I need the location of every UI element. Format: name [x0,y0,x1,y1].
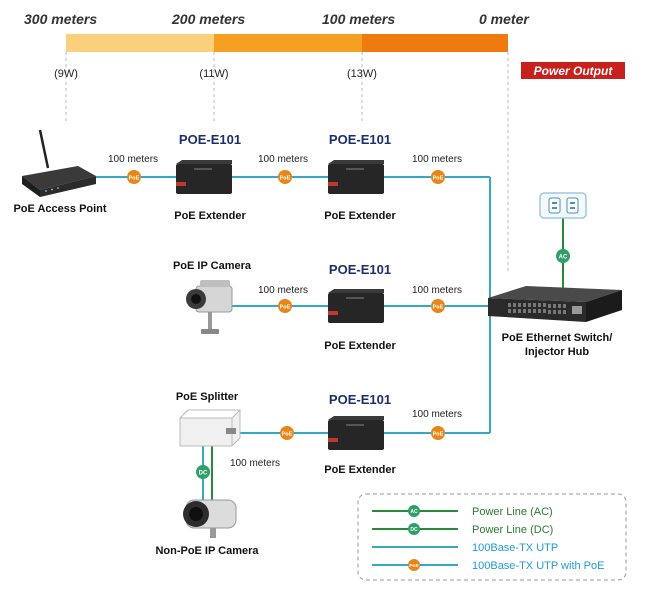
non-poe-camera-icon [183,499,237,538]
extender-icon [328,289,384,323]
cable-distance-label: 100 meters [258,285,308,296]
distance-label-100: 100 meters [322,11,395,27]
switch-label-line1: PoE Ethernet Switch/ [502,332,613,344]
access-point-icon [22,129,96,197]
extender-model-labels: POE-E101 POE-E101 POE-E101 POE-E101 [179,132,391,407]
extender-model-label: POE-E101 [179,132,241,147]
poe-badge: PoE [278,170,292,184]
poe-badge: PoE [431,299,445,313]
extender-icon [328,160,384,194]
svg-text:AC: AC [559,255,568,261]
extender-model-label: POE-E101 [329,262,391,277]
switch-label-line2: Injector Hub [525,346,589,358]
ip-camera-label: PoE IP Camera [173,260,252,272]
distance-label-300: 300 meters [24,11,97,27]
extender-caption: PoE Extender [324,340,396,352]
wall-outlet-icon [539,192,587,219]
cable-distance-labels: 100 meters 100 meters 100 meters 100 met… [108,154,462,469]
legend-label: Power Line (AC) [472,506,553,518]
poe-badge: PoE [431,170,445,184]
distance-bar-segment-3 [362,34,508,52]
poe-switch-icon [488,286,622,322]
network-cables [96,176,491,502]
legend-label: 100Base-TX UTP [472,542,558,554]
legend-item-dc: DC Power Line (DC) [372,523,553,536]
non-poe-camera-label: Non-PoE IP Camera [155,545,259,557]
access-point-label: PoE Access Point [13,203,106,215]
extender-captions: PoE Extender PoE Extender PoE Extender P… [174,210,396,476]
extender-model-label: POE-E101 [329,392,391,407]
legend-label: Power Line (DC) [472,524,553,536]
ac-badge: AC [556,249,570,263]
power-output-label: Power Output [534,64,614,78]
ip-camera-icon [186,280,233,334]
extender-icon [176,160,232,194]
svg-text:PoE: PoE [433,432,444,438]
extender-icon [328,416,384,450]
svg-text:PoE: PoE [433,305,444,311]
extender-caption: PoE Extender [174,210,246,222]
cable-distance-label: 100 meters [258,154,308,165]
poe-badge: PoE [127,170,141,184]
legend-badge: DC [410,527,418,533]
power-level-13w: (13W) [347,68,377,80]
distance-bar-segment-2 [214,34,362,52]
dc-badge: DC [196,465,210,479]
legend-item-ac: AC Power Line (AC) [372,505,553,518]
legend-badge: PoE [409,563,419,569]
legend-item-utp-poe: PoE 100Base-TX UTP with PoE [372,559,604,572]
poe-badge: PoE [431,426,445,440]
cable-distance-label: 100 meters [412,285,462,296]
poe-badge: PoE [280,426,294,440]
extender-model-label: POE-E101 [329,132,391,147]
legend-badge: AC [410,509,418,515]
svg-text:PoE: PoE [280,305,291,311]
power-level-9w: (9W) [54,68,78,80]
cable-distance-label: 100 meters [412,409,462,420]
svg-text:PoE: PoE [129,176,140,182]
extender-caption: PoE Extender [324,210,396,222]
svg-text:PoE: PoE [282,432,293,438]
cable-distance-label: 100 meters [108,154,158,165]
svg-text:DC: DC [199,471,208,477]
legend-item-utp: 100Base-TX UTP [372,542,558,554]
svg-text:PoE: PoE [280,176,291,182]
poe-badges: PoE PoE PoE PoE PoE PoE PoE [127,170,445,440]
distance-label-200: 200 meters [171,11,245,27]
poe-badge: PoE [278,299,292,313]
cable-distance-label: 100 meters [230,458,280,469]
distance-bar-segment-1 [66,34,214,52]
power-output-badge [521,62,625,79]
legend-label: 100Base-TX UTP with PoE [472,560,604,572]
distance-label-0: 0 meter [479,11,530,27]
splitter-icon [178,409,242,447]
distance-guides [65,52,509,272]
svg-text:PoE: PoE [433,176,444,182]
splitter-label: PoE Splitter [176,391,239,403]
cable-distance-label: 100 meters [412,154,462,165]
legend-box [357,493,627,581]
power-level-11w: (11W) [199,68,228,80]
extender-caption: PoE Extender [324,464,396,476]
